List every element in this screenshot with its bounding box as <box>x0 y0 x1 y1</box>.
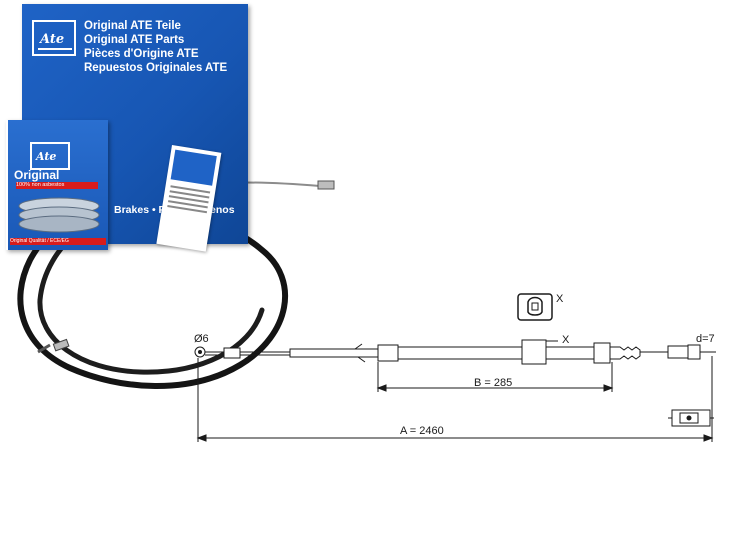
logo-swoosh <box>38 48 72 50</box>
box-title-lines: Original ATE Teile Original ATE Parts Pi… <box>84 19 227 75</box>
logo-text-small: Ate <box>36 150 57 163</box>
end-diameter-label: d=7 <box>696 333 715 345</box>
detail-x-label-clip: X <box>562 334 570 346</box>
sheath-ferrule-left <box>377 344 399 362</box>
crimp-sleeve <box>223 347 241 359</box>
pad-box-banner: 100% non asbestos <box>16 182 98 189</box>
center-clip <box>521 339 547 365</box>
box-line-1: Original ATE Teile <box>84 20 181 32</box>
outer-sheath <box>397 346 524 360</box>
ate-pad-box: Ate Original 100% non asbestos Original … <box>6 120 108 250</box>
cable-end-left <box>37 343 51 354</box>
ate-logo-icon: Ate <box>32 20 76 56</box>
clip-detail-icon <box>517 293 553 321</box>
dimension-a-label: A = 2460 <box>400 425 444 437</box>
eyelet-diameter-label: Ø6 <box>194 333 209 345</box>
dimension-b-label: B = 285 <box>474 377 513 389</box>
detail-x-label-top: X <box>556 293 564 305</box>
cable-end-nipple <box>317 180 335 190</box>
brake-pads-icon <box>18 197 100 233</box>
pad-box-title: Original <box>14 168 60 182</box>
end-fitting-detail-icon <box>668 409 714 427</box>
box-line-3: Pièces d'Origine ATE <box>84 48 199 60</box>
logo-text: Ate <box>40 32 65 47</box>
box-line-2: Original ATE Parts <box>84 34 185 46</box>
outer-sheath-right <box>545 346 595 360</box>
thin-sheath <box>289 348 381 358</box>
cable-fitting <box>52 338 70 352</box>
sheath-ferrule-right <box>593 342 611 364</box>
ate-logo-icon-small: Ate <box>30 142 70 170</box>
box-line-4: Repuestos Originales ATE <box>84 62 228 74</box>
pad-box-bottom-label: Original Qualität / ECE/EG <box>10 238 106 245</box>
end-nipple <box>667 345 689 359</box>
bend-marks <box>354 343 366 363</box>
rubber-boot <box>609 346 641 360</box>
